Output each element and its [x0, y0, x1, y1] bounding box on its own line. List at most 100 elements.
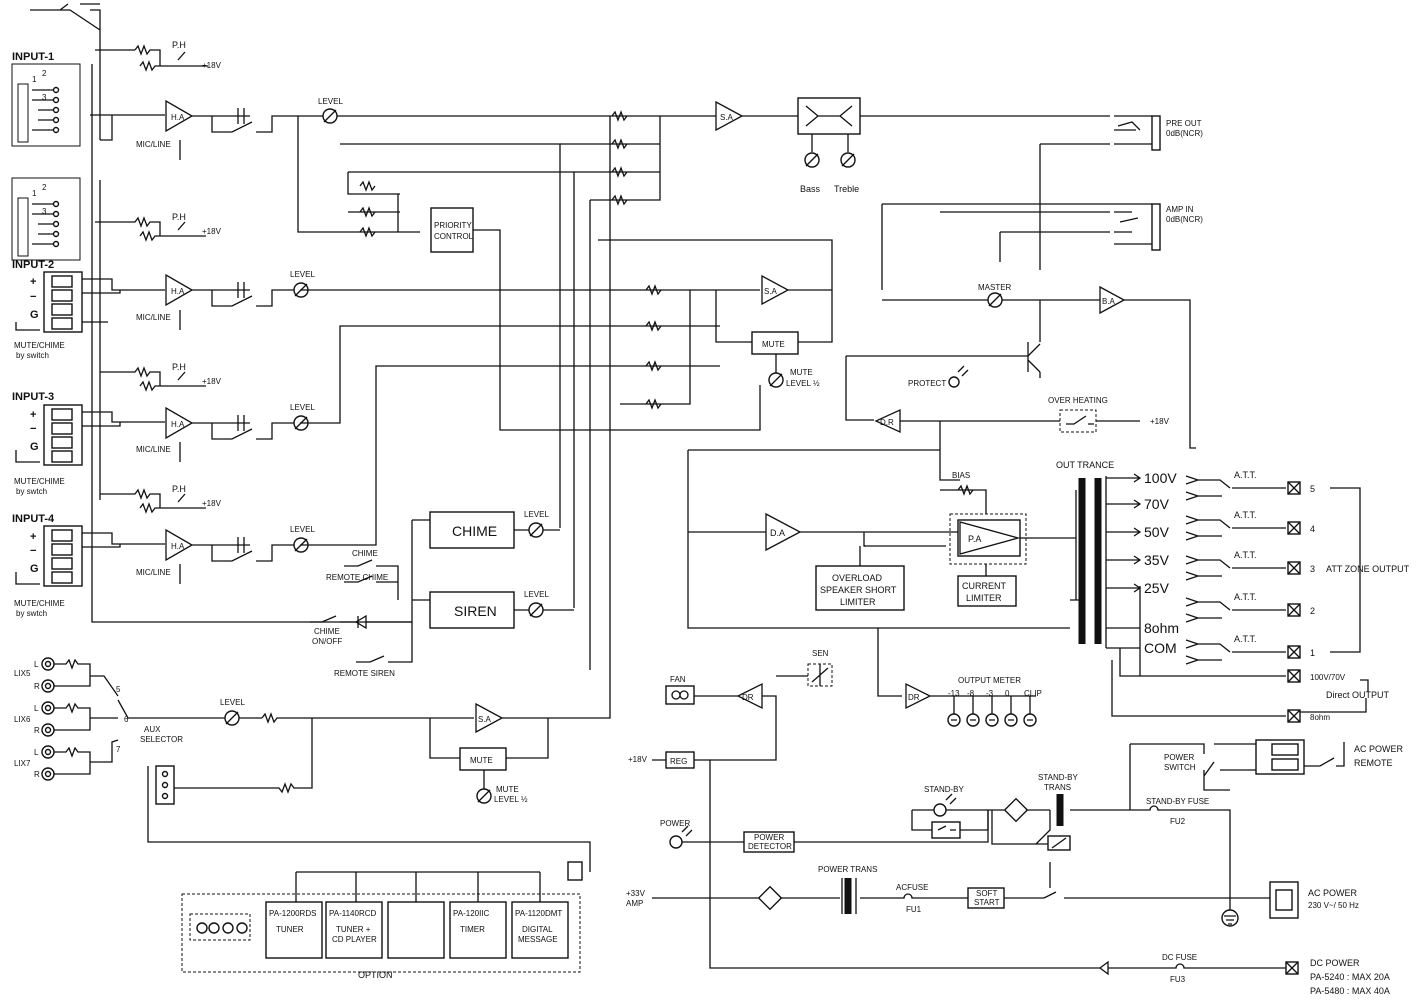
pa-dashed-frame: [949, 513, 1027, 565]
power-led-icon: [669, 825, 710, 849]
meter-led-1: [966, 696, 980, 727]
zone-number-1: 4: [1310, 524, 1315, 534]
tap-label-5: 8ohm: [1144, 620, 1179, 636]
input2-micline: MIC/LINE: [136, 313, 171, 322]
aux-lix5: LIX5: [14, 669, 31, 678]
da-label: D.A: [770, 528, 785, 538]
meter-dr-amp: [905, 682, 932, 710]
power-trans-label: POWER TRANS: [818, 865, 877, 874]
soft-start-2: START: [974, 898, 1000, 907]
input4-g: G: [30, 563, 39, 575]
pre-out-1: PRE OUT: [1166, 119, 1202, 128]
zone-att-label-3: A.T.T.: [1234, 592, 1257, 602]
over-heating-label: OVER HEATING: [1048, 396, 1108, 405]
meter-led-4: [1023, 696, 1037, 727]
dc-fuse-1: DC FUSE: [1162, 953, 1197, 962]
aux-sel7: 7: [116, 745, 121, 754]
dr-label: D.R: [880, 418, 894, 427]
input4-level: LEVEL: [290, 525, 315, 534]
zone-terminal-2[interactable]: [1287, 561, 1301, 575]
pa-label: P.A: [968, 534, 981, 544]
remote-siren-label: REMOTE SIREN: [334, 669, 395, 678]
input4-micline: MIC/LINE: [136, 568, 171, 577]
direct-8ohm-terminal[interactable]: [1287, 709, 1301, 723]
zone-terminal-0[interactable]: [1287, 481, 1301, 495]
input2-terminal[interactable]: [43, 271, 83, 333]
aux-l1: L: [34, 660, 39, 669]
input3-ph: P.H: [172, 362, 186, 372]
tap-wire-1: [1106, 499, 1142, 509]
out-trance-label: OUT TRANCE: [1056, 460, 1114, 470]
siren-level: LEVEL: [524, 590, 549, 599]
input2-head-amp: [165, 273, 194, 307]
input-bus-sa: [761, 274, 790, 306]
pre-out-jack[interactable]: [1151, 115, 1161, 151]
zone-att-label-0: A.T.T.: [1234, 470, 1257, 480]
power-detector-1: POWER: [754, 833, 784, 842]
zone-att-switch-2: [1185, 555, 1286, 581]
standby-label: STAND-BY: [924, 785, 965, 794]
da-amp: [765, 512, 802, 552]
standby-fuse-1: STAND-BY FUSE: [1146, 797, 1209, 806]
acfuse-1: ACFUSE: [896, 883, 928, 892]
standby-led-icon: [933, 793, 957, 817]
option-model-4: PA-1120DMT: [515, 909, 562, 918]
input3-g: G: [30, 441, 39, 453]
input4-terminal[interactable]: [43, 525, 83, 587]
aux-r3: R: [34, 770, 40, 779]
power-led-label: POWER: [660, 819, 690, 828]
input3-terminal[interactable]: [43, 404, 83, 466]
aux-rca-jacks[interactable]: [41, 657, 55, 781]
soft-start-box: [967, 887, 1005, 909]
bias-label: BIAS: [952, 471, 970, 480]
option-name2-4: MESSAGE: [518, 935, 558, 944]
center-mute-box: [751, 331, 799, 355]
standby-switch-box[interactable]: [931, 821, 961, 839]
input2-level: LEVEL: [290, 270, 315, 279]
meter-scale-2: -3: [986, 689, 994, 698]
zone-terminal-3[interactable]: [1287, 603, 1301, 617]
input4-by-switch: by swtch: [16, 609, 47, 618]
option-module-2[interactable]: [387, 901, 445, 959]
dc-power-1: DC POWER: [1310, 958, 1360, 968]
zone-terminal-4[interactable]: [1287, 645, 1301, 659]
zone-terminal-1[interactable]: [1287, 521, 1301, 535]
zone-number-0: 5: [1310, 484, 1315, 494]
over-heating-box: [1059, 409, 1097, 433]
fan-label: FAN: [670, 675, 686, 684]
aux-mute-box: [459, 747, 507, 771]
input2-18v: +18V: [202, 227, 222, 236]
input3-micline: MIC/LINE: [136, 445, 171, 454]
aux-sel5: 5: [116, 685, 121, 694]
input1-level: LEVEL: [318, 97, 343, 106]
bass-label: Bass: [800, 184, 821, 194]
meter-scale-3: 0: [1005, 689, 1010, 698]
input1-pin2: 2: [42, 69, 47, 78]
input1-pin3: 3: [42, 93, 47, 102]
zone-att-label-2: A.T.T.: [1234, 550, 1257, 560]
aux-l3: L: [34, 748, 39, 757]
input3-level: LEVEL: [290, 403, 315, 412]
input3-ha: H.A: [171, 420, 185, 429]
aux-r1: R: [34, 682, 40, 691]
amp-in-jack[interactable]: [1151, 203, 1161, 251]
remote-chime-label: REMOTE CHIME: [326, 573, 388, 582]
input4-mute-chime: MUTE/CHIME: [14, 599, 65, 608]
tap-label-6: COM: [1144, 640, 1177, 656]
zone-number-4: 1: [1310, 648, 1315, 658]
input4-minus: −: [30, 545, 36, 557]
input2-plus: +: [30, 276, 36, 288]
aux-r2: R: [34, 726, 40, 735]
siren-label: SIREN: [454, 603, 497, 619]
chime-switch-label: CHIME: [352, 549, 378, 558]
direct-100v-terminal[interactable]: [1287, 669, 1301, 683]
dc-power-terminal[interactable]: [1285, 961, 1299, 975]
standby-trans-1: STAND-BY: [1038, 773, 1079, 782]
input-bus-sa-label: S.A: [764, 287, 778, 296]
aux-mute-level-1: MUTE: [496, 785, 519, 794]
zone-number-3: 2: [1310, 606, 1315, 616]
